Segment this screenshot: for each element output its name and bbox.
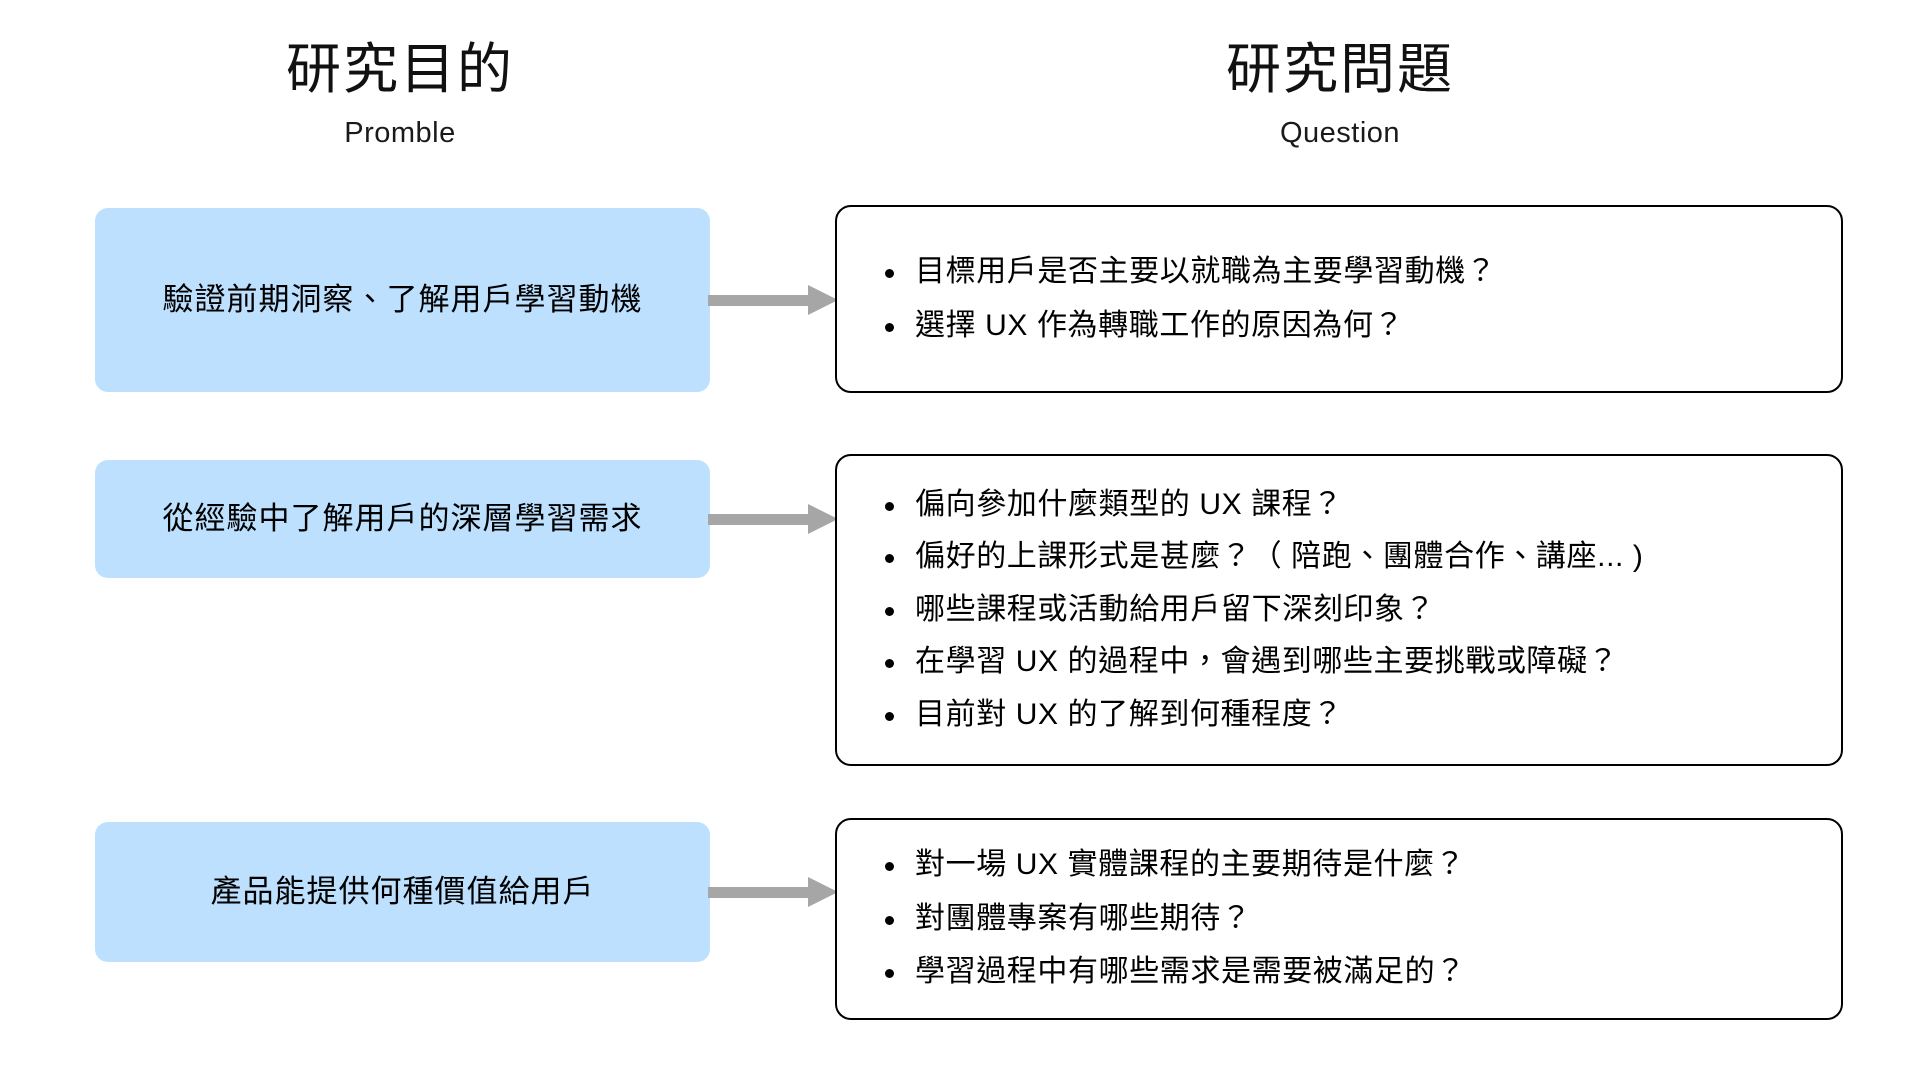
arrow-head xyxy=(808,877,838,907)
arrow-right-icon xyxy=(708,285,838,315)
question-box[interactable]: 對一場 UX 實體課程的主要期待是什麼？ 對團體專案有哪些期待？ 學習過程中有哪… xyxy=(835,818,1843,1020)
diagram-row: 驗證前期洞察、了解用戶學習動機 目標用戶是否主要以就職為主要學習動機？ 選擇 U… xyxy=(0,196,1920,406)
diagram-row: 從經驗中了解用戶的深層學習需求 偏向參加什麼類型的 UX 課程？ 偏好的上課形式… xyxy=(0,448,1920,778)
arrow-head xyxy=(808,504,838,534)
question-item: 哪些課程或活動給用戶留下深刻印象？ xyxy=(879,588,1811,632)
column-title-problem: 研究目的 xyxy=(285,38,514,100)
arrow-shaft xyxy=(708,295,811,306)
column-header-problem: 研究目的 Promble xyxy=(120,42,680,148)
question-list: 目標用戶是否主要以就職為主要學習動機？ 選擇 UX 作為轉職工作的原因為何？ xyxy=(879,241,1811,357)
column-title-question: 研究問題 xyxy=(1225,38,1454,100)
question-item: 對一場 UX 實體課程的主要期待是什麼？ xyxy=(879,843,1811,887)
purpose-box[interactable]: 從經驗中了解用戶的深層學習需求 xyxy=(95,460,710,578)
question-box[interactable]: 目標用戶是否主要以就職為主要學習動機？ 選擇 UX 作為轉職工作的原因為何？ xyxy=(835,205,1843,393)
question-item: 偏向參加什麼類型的 UX 課程？ xyxy=(879,483,1811,527)
arrow-shaft xyxy=(708,514,811,525)
question-box[interactable]: 偏向參加什麼類型的 UX 課程？ 偏好的上課形式是甚麼？（ 陪跑、團體合作、講座… xyxy=(835,454,1843,766)
purpose-box[interactable]: 驗證前期洞察、了解用戶學習動機 xyxy=(95,208,710,392)
arrow-right-icon xyxy=(708,877,838,907)
question-item: 偏好的上課形式是甚麼？（ 陪跑、團體合作、講座... ) xyxy=(879,535,1811,579)
question-item: 學習過程中有哪些需求是需要被滿足的？ xyxy=(879,950,1811,994)
question-item: 對團體專案有哪些期待？ xyxy=(879,897,1811,941)
arrow-right-icon xyxy=(708,504,838,534)
question-item: 目前對 UX 的了解到何種程度？ xyxy=(879,693,1811,737)
purpose-label: 驗證前期洞察、了解用戶學習動機 xyxy=(162,282,643,318)
purpose-label: 從經驗中了解用戶的深層學習需求 xyxy=(162,501,643,537)
question-item: 選擇 UX 作為轉職工作的原因為何？ xyxy=(879,304,1811,348)
column-subtitle-question: Question xyxy=(1279,117,1401,149)
column-subtitle-problem: Promble xyxy=(344,117,456,149)
purpose-label: 產品能提供何種價值給用戶 xyxy=(210,874,595,910)
question-item: 在學習 UX 的過程中，會遇到哪些主要挑戰或障礙？ xyxy=(879,640,1811,684)
purpose-box[interactable]: 產品能提供何種價值給用戶 xyxy=(95,822,710,962)
diagram-row: 產品能提供何種價值給用戶 對一場 UX 實體課程的主要期待是什麼？ 對團體專案有… xyxy=(0,810,1920,1030)
arrow-head xyxy=(808,285,838,315)
arrow-shaft xyxy=(708,887,811,898)
column-header-question: 研究問題 Question xyxy=(1060,42,1620,148)
question-item: 目標用戶是否主要以就職為主要學習動機？ xyxy=(879,250,1811,294)
question-list: 對一場 UX 實體課程的主要期待是什麼？ 對團體專案有哪些期待？ 學習過程中有哪… xyxy=(879,834,1811,1003)
question-list: 偏向參加什麼類型的 UX 課程？ 偏好的上課形式是甚麼？（ 陪跑、團體合作、講座… xyxy=(879,475,1811,745)
